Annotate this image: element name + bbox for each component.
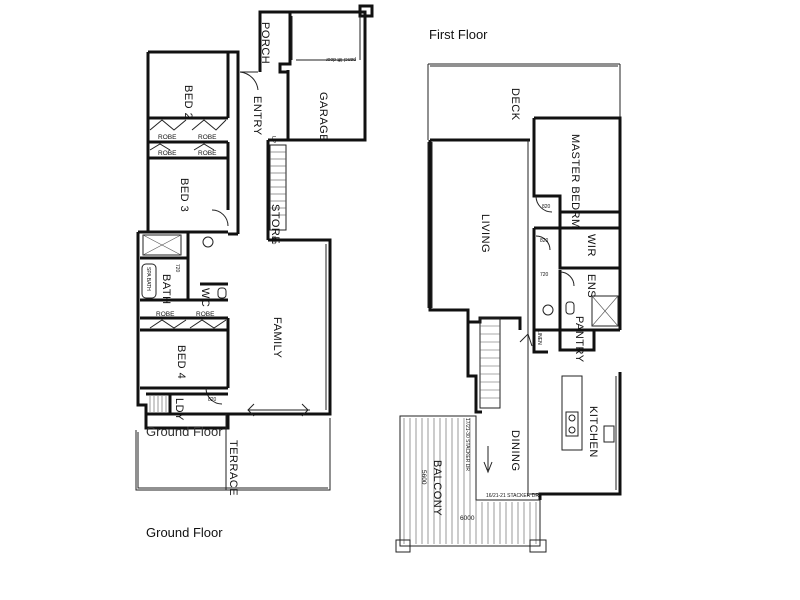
robe-label-2: ROBE [198,134,217,141]
room-label-terrace: TERRACE [227,440,239,496]
ground-floor-caption-overlay: Ground Floor [146,424,223,439]
garage-post [358,4,374,18]
door-width-bath: 720 [174,264,180,273]
stacker-door-1: 17/21-30 STACKER DR [464,418,470,471]
first-floor-plan [395,63,622,553]
robe-label-1: ROBE [158,134,177,141]
door-width-store: 820 [270,236,276,245]
room-label-wc: WC [199,288,211,307]
first-stair [479,317,501,409]
cooktop [565,411,579,437]
room-label-bed3: BED 3 [178,178,190,212]
balcony-deck [399,415,541,547]
room-label-wir: WIR [585,234,597,257]
ground-stair [269,144,287,231]
ens-basin [542,304,554,316]
spa-bath [141,263,157,299]
stair-up-label: UP [270,136,276,144]
room-label-entry: ENTRY [251,96,263,136]
robe-label-3: ROBE [158,150,177,157]
stacker-door-2: 16/21-21 STACKER DR [486,493,539,499]
room-label-spa-bath: SPA BATH [145,267,151,291]
door-width-master: 820 [542,204,551,210]
shower [142,234,182,256]
robe-doors-upper [149,119,227,151]
room-label-kitchen: KITCHEN [587,406,599,458]
room-label-bath: BATH [160,274,172,305]
room-label-bed4: BED 4 [175,345,187,379]
ground-floor-caption: Ground Floor [146,525,223,540]
robe-label-4: ROBE [198,150,217,157]
room-label-ldy: LDY [173,398,185,421]
room-label-pantry: PANTRY [573,316,585,363]
ground-floor-labels: BED 2 BED 3 BED 4 BATH WC SPA BATH LDY E… [145,22,356,496]
room-label-balcony: BALCONY [431,460,443,516]
kitchen-island [561,375,583,451]
robe-label-5: ROBE [156,311,175,318]
first-floor-caption: First Floor [429,27,488,42]
ground-floor-plan [135,4,374,491]
ens-shower [591,295,619,327]
garage-door-label: panel lift door [326,56,356,62]
room-label-dining: DINING [509,430,521,472]
door-width-ens: 720 [540,272,549,278]
room-label-porch: PORCH [259,22,271,64]
door-width-ldy: 820 [208,397,217,403]
room-label-family: FAMILY [271,317,283,358]
robe-label-6: ROBE [196,311,215,318]
room-label-living: LIVING [479,214,491,253]
ldy-bench [149,396,167,412]
room-label-store: STORE [269,204,281,244]
room-label-ens: ENS [585,274,597,298]
room-label-bed2: BED 2 [182,85,194,119]
first-floor-labels: DECK MASTER BEDRM LIVING WIR ENS PANTRY … [420,88,599,522]
dim-6000: 6000 [460,515,475,522]
garage-walls [286,10,367,142]
room-label-deck: DECK [509,88,521,121]
room-label-linen: LINEN [536,330,542,345]
dim-5600: 5600 [420,470,427,485]
robe-doors-lower [149,319,227,329]
room-label-master: MASTER BEDRM [569,134,581,229]
basin [202,236,214,248]
door-width-wir: 820 [540,238,549,244]
room-label-garage: GARAGE [317,92,329,142]
